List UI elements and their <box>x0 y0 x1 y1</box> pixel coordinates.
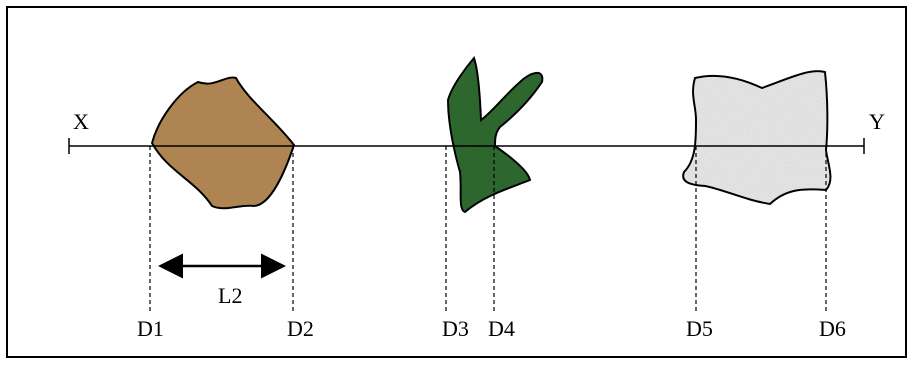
marker-d4: D4 <box>488 316 515 341</box>
white-grain <box>682 70 832 206</box>
marker-d6: D6 <box>819 316 846 341</box>
marker-d5: D5 <box>686 316 713 341</box>
green-grain <box>446 56 544 214</box>
axis-end-label: Y <box>869 109 885 134</box>
axis-start-label: X <box>73 109 89 134</box>
brown-grain <box>150 76 296 210</box>
marker-d2: D2 <box>287 316 314 341</box>
marker-d3: D3 <box>442 316 469 341</box>
marker-d1: D1 <box>137 316 164 341</box>
l2-label: L2 <box>218 283 242 308</box>
